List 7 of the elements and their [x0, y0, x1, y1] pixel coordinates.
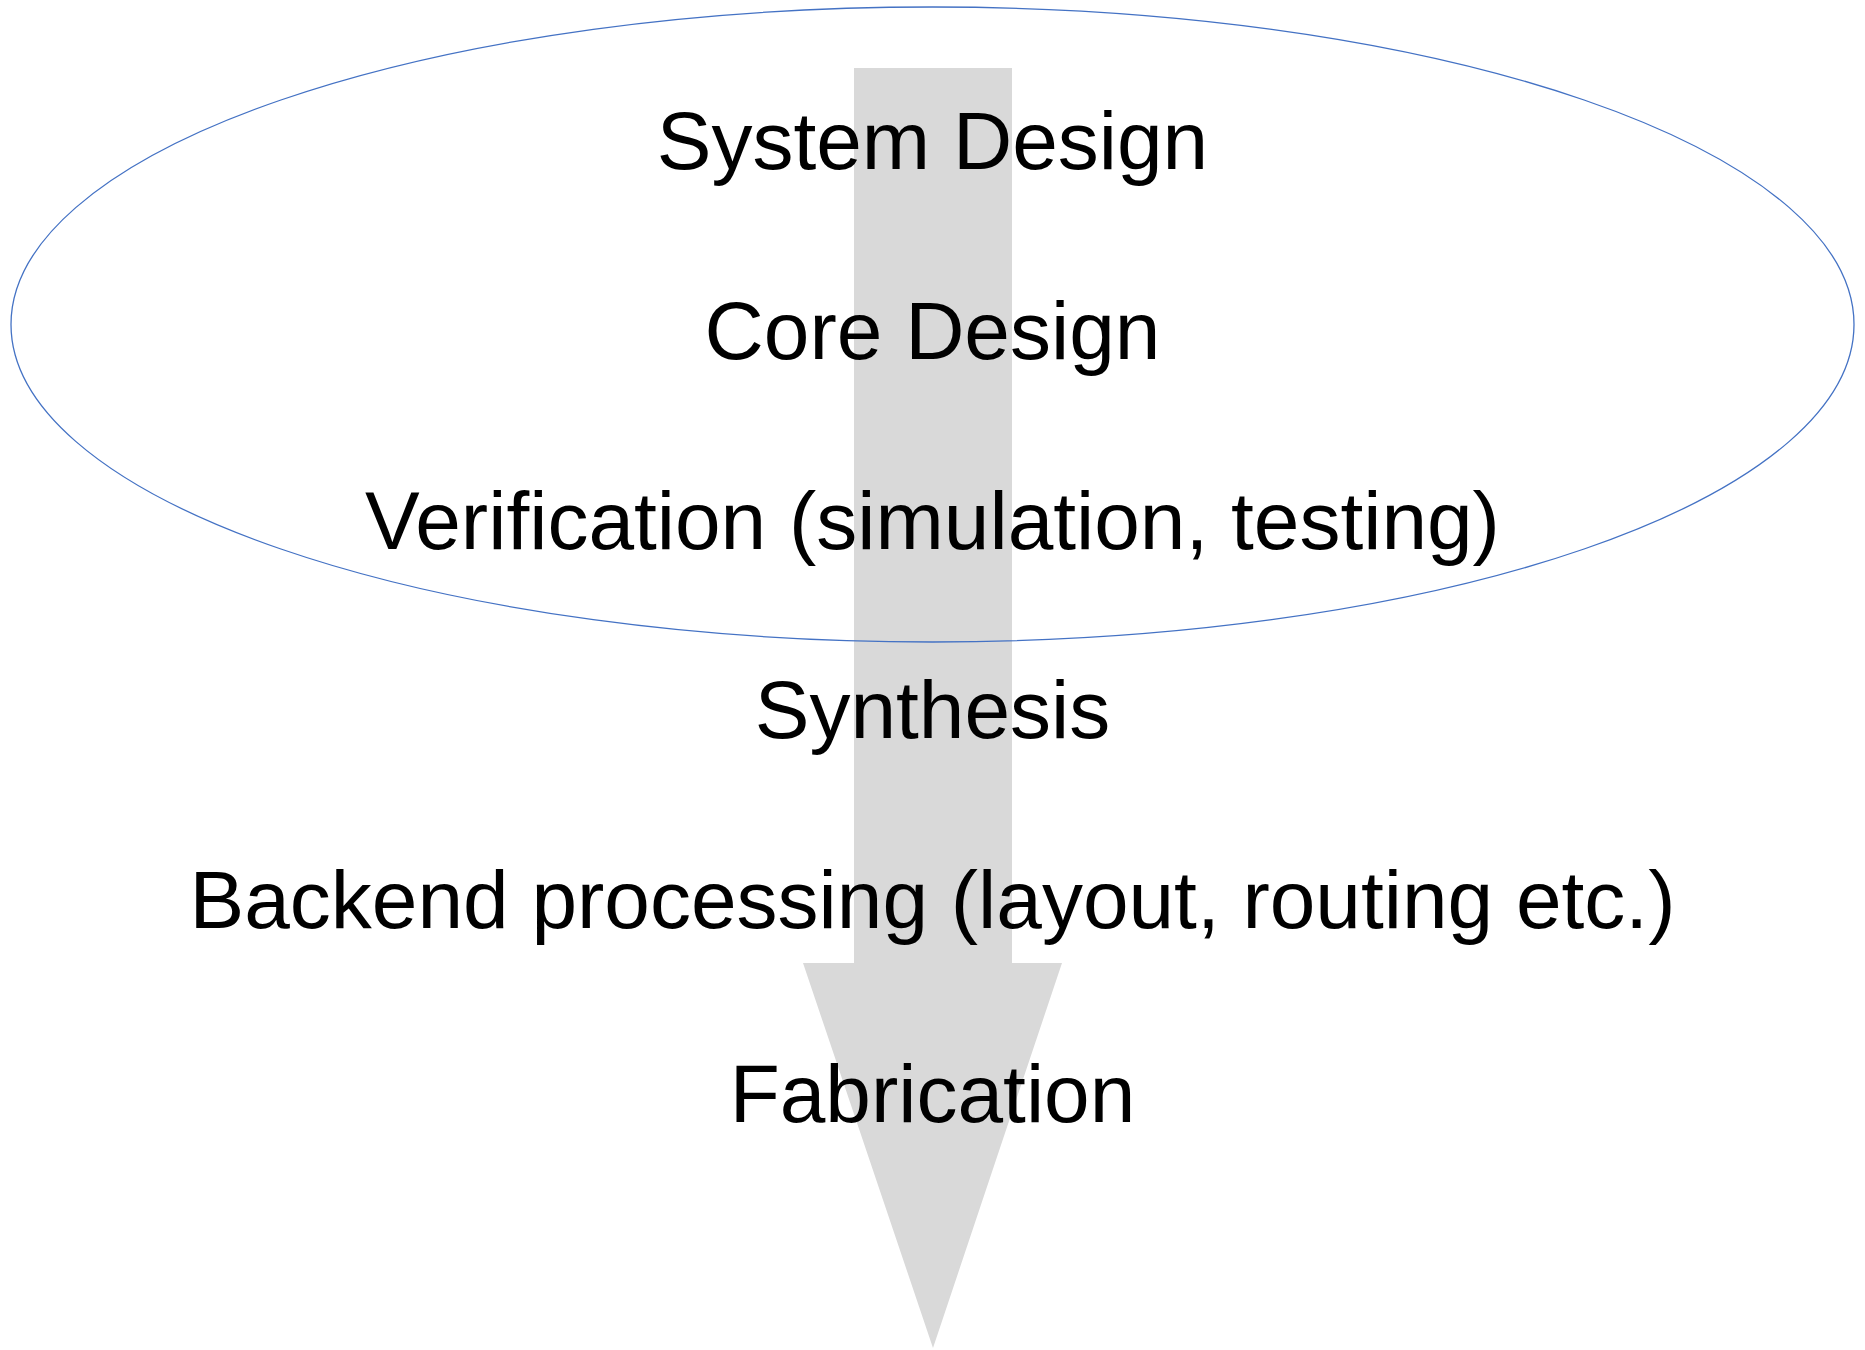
stage-label: Fabrication	[729, 1049, 1136, 1139]
stage-label: Core Design	[704, 286, 1161, 376]
stage-label: Verification (simulation, testing)	[365, 476, 1500, 566]
stage-label: System Design	[656, 96, 1209, 186]
stage-ellipse	[10, 6, 1855, 643]
stage-label: Backend processing (layout, routing etc.)	[189, 855, 1676, 945]
stage-label: Synthesis	[754, 665, 1111, 755]
